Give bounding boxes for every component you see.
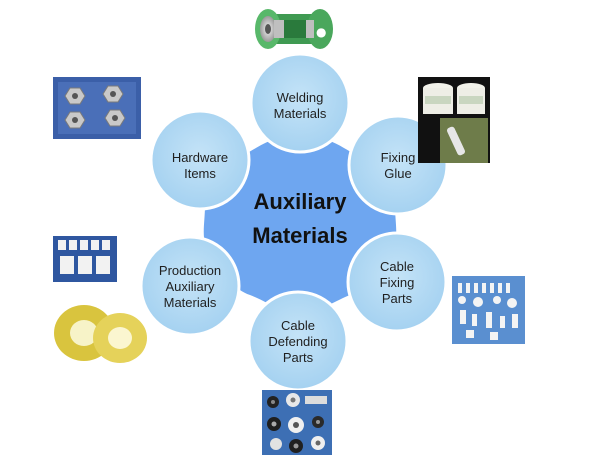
node-label-fixing-glue: Fixing Glue	[380, 150, 416, 181]
node-label-cable-fixing: Cable Fixing Parts	[379, 259, 415, 306]
node-circle-hardware	[149, 109, 251, 211]
node-label-welding: Welding Materials	[273, 90, 327, 121]
glue-container-icon	[418, 77, 490, 163]
center-label: Auxiliary Materials	[252, 189, 348, 248]
node-label-production-aux: Production Auxiliary Materials	[158, 263, 222, 310]
node-circle-production-aux	[139, 235, 241, 337]
node-label-cable-defending: Cable Defending Parts	[268, 318, 328, 365]
solder-wire-spool-icon: ●	[250, 0, 338, 55]
hex-nut-icon	[53, 77, 141, 139]
grommet-icon	[262, 390, 332, 455]
node-label-hardware: Hardware Items	[171, 150, 229, 181]
svg-text:●: ●	[316, 25, 326, 39]
node-circle-cable-fixing	[346, 231, 448, 333]
tape-roll-icon	[53, 236, 147, 363]
cable-clip-icon	[452, 276, 525, 344]
